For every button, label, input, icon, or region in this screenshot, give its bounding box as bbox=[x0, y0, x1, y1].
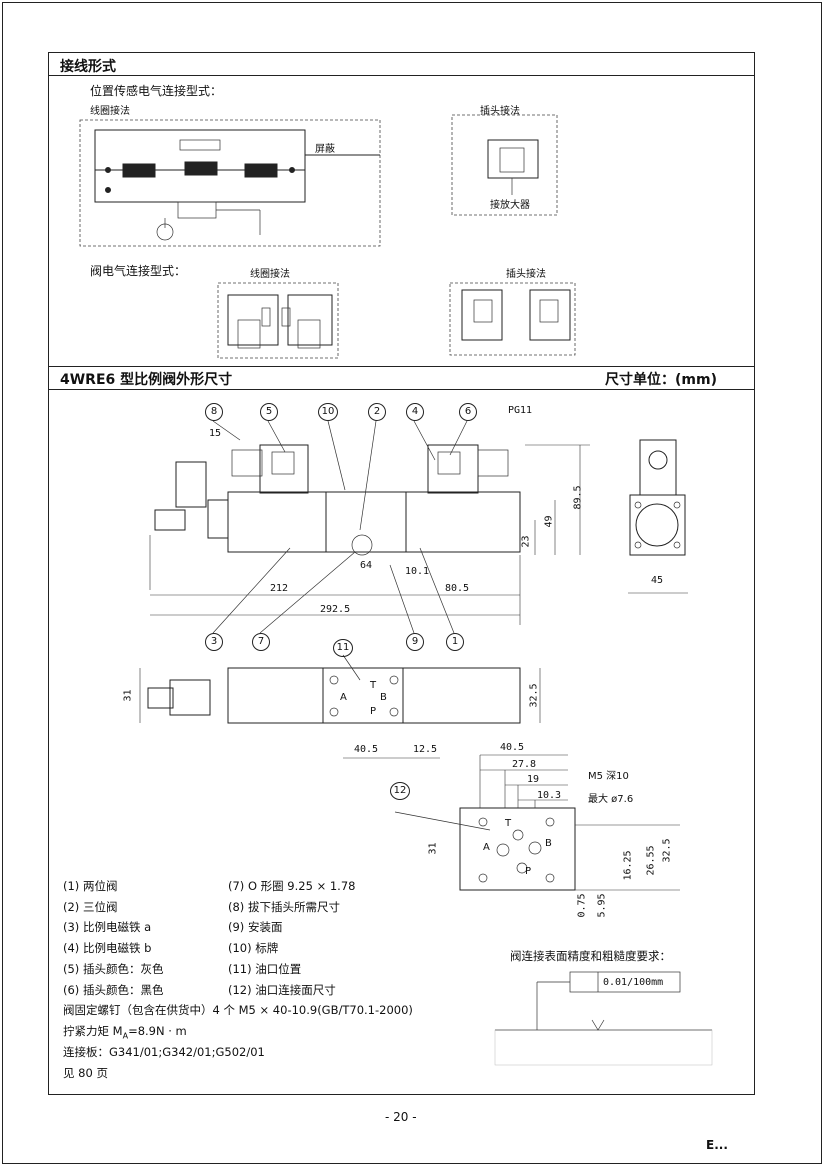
section2-header-divider bbox=[48, 389, 755, 390]
dim-12-5: 12.5 bbox=[413, 744, 438, 755]
valve-plug-label: 插头接法 bbox=[506, 269, 546, 280]
port-a-label: A bbox=[483, 842, 490, 853]
dim-26-55: 26.55 bbox=[645, 845, 657, 876]
legend-8: (8) 拔下插头所需尺寸 bbox=[228, 900, 340, 914]
screws-note: 阀固定螺钉（包含在供货中）4 个 M5 × 40-10.9(GB/T70.1-2… bbox=[63, 1003, 413, 1017]
torque-sub: A bbox=[122, 1031, 129, 1041]
section1-title: 接线形式 bbox=[60, 59, 116, 75]
top-port-a: A bbox=[340, 692, 347, 703]
dim-212: 212 bbox=[270, 583, 289, 594]
callout-6: 6 bbox=[459, 403, 477, 421]
legend-9: (9) 安装面 bbox=[228, 920, 283, 934]
plates-note: 连接板：G341/01;G342/01;G502/01 bbox=[63, 1045, 265, 1059]
callout-leaders bbox=[212, 420, 468, 681]
dim-19: 19 bbox=[527, 774, 540, 785]
port-mounting-face bbox=[394, 754, 680, 891]
legend-7: (7) O 形圈 9.25 × 1.78 bbox=[228, 879, 356, 893]
sensor-coil-label: 线圈接法 bbox=[90, 106, 130, 117]
top-port-b: B bbox=[380, 692, 387, 703]
surface-finish-drawing bbox=[494, 971, 713, 1066]
dim-40-5-top: 40.5 bbox=[354, 744, 379, 755]
dim-49: 49 bbox=[543, 515, 555, 528]
corner-mark: E... bbox=[706, 1138, 728, 1152]
top-view bbox=[139, 667, 541, 759]
flatness-value: 0.01/100mm bbox=[603, 977, 664, 988]
dim-292-5: 292.5 bbox=[320, 604, 351, 615]
sensor-coil-diagram bbox=[79, 119, 381, 247]
side-view bbox=[628, 439, 688, 594]
callout-11: 11 bbox=[333, 639, 353, 657]
m5-depth-label: M5 深10 bbox=[588, 771, 629, 782]
legend-1: (1) 两位阀 bbox=[63, 879, 118, 893]
legend-12: (12) 油口连接面尺寸 bbox=[228, 983, 336, 997]
dim-10-1: 10.1 bbox=[405, 566, 430, 577]
front-view bbox=[149, 444, 590, 625]
torque-suffix: =8.9N · m bbox=[128, 1024, 187, 1038]
sensor-plug-diagram bbox=[451, 114, 558, 216]
legend-3: (3) 比例电磁铁 a bbox=[63, 920, 152, 934]
port-p-label: P bbox=[525, 866, 532, 877]
legend-4: (4) 比例电磁铁 b bbox=[63, 941, 152, 955]
dim-31: 31 bbox=[427, 842, 439, 855]
top-port-p: P bbox=[370, 706, 377, 717]
port-t-label: T bbox=[505, 818, 512, 829]
unit-label: 尺寸单位：(mm) bbox=[605, 372, 717, 388]
dim-80-5: 80.5 bbox=[445, 583, 470, 594]
dim-5-95: 5.95 bbox=[596, 893, 608, 918]
sensor-plug-label: 插头接法 bbox=[480, 106, 520, 117]
callout-8: 8 bbox=[205, 403, 223, 421]
callout-3: 3 bbox=[205, 633, 223, 651]
top-port-t: T bbox=[370, 680, 377, 691]
content-frame bbox=[48, 52, 755, 1095]
dim-10-3: 10.3 bbox=[537, 790, 562, 801]
valve-plug-diagram bbox=[449, 282, 576, 356]
port-b-label: B bbox=[545, 838, 552, 849]
legend-6: (6) 插头颜色：黑色 bbox=[63, 983, 164, 997]
dim-32-5: 32.5 bbox=[661, 838, 673, 863]
callout-9: 9 bbox=[406, 633, 424, 651]
dim-45: 45 bbox=[651, 575, 664, 586]
pg11-label: PG11 bbox=[508, 405, 533, 416]
valve-heading: 阀电气连接型式： bbox=[90, 264, 187, 278]
section2-top-divider bbox=[48, 366, 755, 367]
callout-12: 12 bbox=[390, 782, 410, 800]
legend-5: (5) 插头颜色：灰色 bbox=[63, 962, 164, 976]
dim-32-5-top: 32.5 bbox=[528, 683, 540, 708]
dim-89-5: 89.5 bbox=[572, 485, 584, 510]
dim-0-75: 0.75 bbox=[576, 893, 588, 918]
dim-31-top: 31 bbox=[122, 689, 134, 702]
surface-requirement: 阀连接表面精度和粗糙度要求： bbox=[510, 949, 671, 963]
amplifier-label: 接放大器 bbox=[490, 200, 530, 211]
callout-4: 4 bbox=[406, 403, 424, 421]
dim-15: 15 bbox=[209, 428, 222, 439]
torque-prefix: 拧紧力矩 M bbox=[63, 1024, 123, 1038]
legend-11: (11) 油口位置 bbox=[228, 962, 302, 976]
dim-40-5: 40.5 bbox=[500, 742, 525, 753]
torque-note: 拧紧力矩 MA=8.9N · m bbox=[63, 1023, 187, 1040]
see-page-note: 见 80 页 bbox=[63, 1066, 108, 1080]
legend-10: (10) 标牌 bbox=[228, 941, 279, 955]
dim-16-25: 16.25 bbox=[622, 850, 634, 881]
shield-label: 屏蔽 bbox=[315, 144, 335, 155]
section1-header-divider bbox=[48, 75, 755, 76]
max-dia-label: 最大 ø7.6 bbox=[588, 794, 634, 805]
sensor-heading: 位置传感电气连接型式： bbox=[90, 84, 223, 98]
callout-10: 10 bbox=[318, 403, 338, 421]
legend-2: (2) 三位阀 bbox=[63, 900, 118, 914]
dim-64: 64 bbox=[360, 560, 373, 571]
callout-1: 1 bbox=[446, 633, 464, 651]
valve-coil-label: 线圈接法 bbox=[250, 269, 290, 280]
section2-title: 4WRE6 型比例阀外形尺寸 bbox=[60, 372, 233, 388]
valve-coil-diagram bbox=[217, 282, 339, 359]
dim-23: 23 bbox=[520, 535, 532, 548]
callout-2: 2 bbox=[368, 403, 386, 421]
dim-27-8: 27.8 bbox=[512, 759, 537, 770]
page-number: - 20 - bbox=[385, 1110, 417, 1124]
callout-7: 7 bbox=[252, 633, 270, 651]
callout-5: 5 bbox=[260, 403, 278, 421]
